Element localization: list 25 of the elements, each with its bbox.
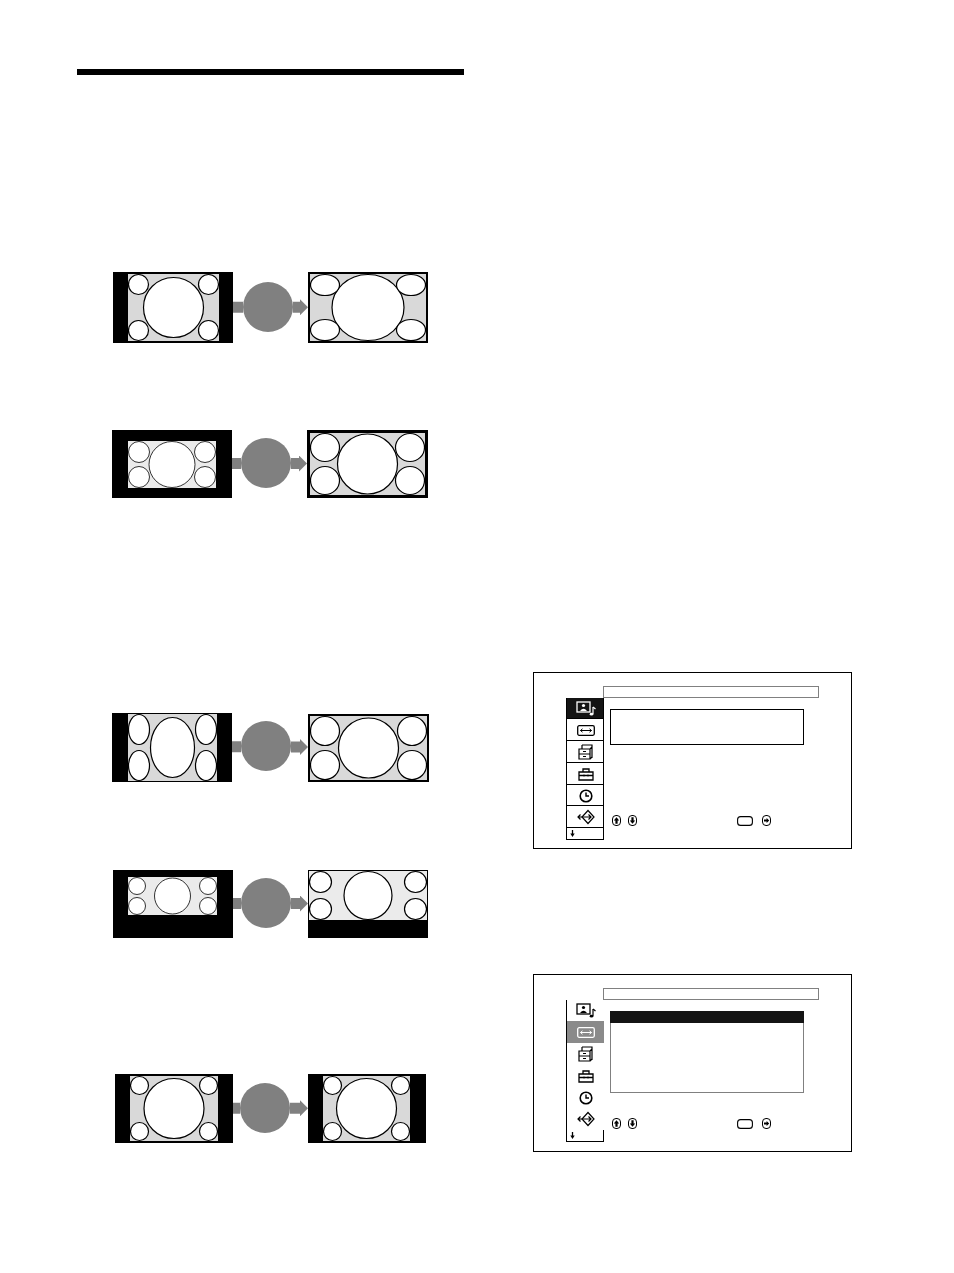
- step-circle: [241, 721, 291, 771]
- arrow: [291, 455, 307, 472]
- screen-drawing: [115, 1074, 233, 1143]
- arrow: [291, 739, 308, 755]
- screen-drawing: [112, 713, 232, 782]
- connector: [233, 898, 241, 909]
- screen-drawing: [308, 714, 429, 782]
- arrow: [291, 895, 308, 912]
- screen-drawing: [308, 1074, 426, 1143]
- connector: [233, 301, 243, 313]
- step-circle: [241, 438, 291, 488]
- connector: [233, 1102, 240, 1114]
- screen-drawing: [113, 870, 233, 938]
- arrow: [290, 1100, 308, 1117]
- step-circle: [240, 1083, 290, 1133]
- screen-drawing: [308, 870, 428, 938]
- connector: [232, 741, 241, 753]
- step-circle: [241, 878, 291, 928]
- screen-drawing: [113, 272, 233, 343]
- screen-drawing: [307, 430, 428, 498]
- arrow: [293, 299, 308, 316]
- screen-drawing: [308, 272, 428, 343]
- connector: [232, 458, 241, 469]
- screen-drawing: [112, 430, 232, 498]
- step-circle: [243, 282, 293, 332]
